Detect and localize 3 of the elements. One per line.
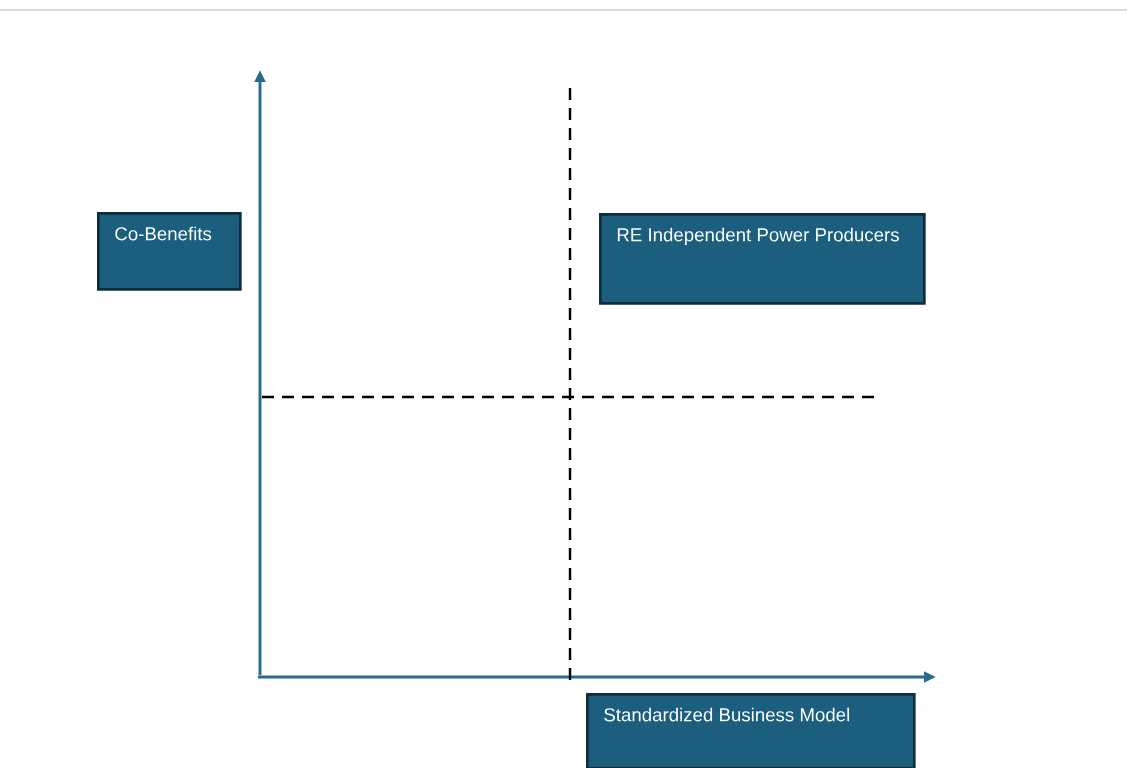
text-box: Co-Benefits [97, 212, 242, 291]
text-box: Standardized Business Model [586, 693, 916, 768]
text-box: RE Independent Power Producers [599, 213, 926, 305]
